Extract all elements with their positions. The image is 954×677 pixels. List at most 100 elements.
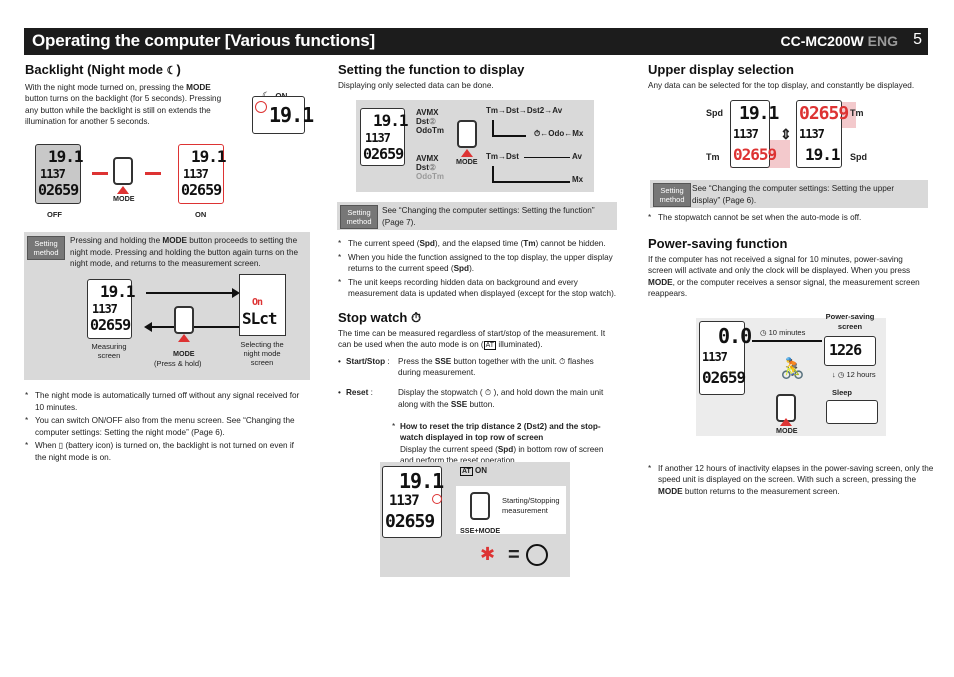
lcd-clock: 02659 — [38, 181, 79, 199]
at-badge: AT — [460, 467, 473, 476]
note-text: When — [35, 441, 57, 450]
unit-panel: Starting/Stopping measurement SSE+MODE — [456, 486, 566, 535]
device-unit — [470, 492, 490, 520]
setfunc-diagram: 19.1 1137 02659 AVMX Dst② OdoTm AVMX Dst… — [356, 100, 594, 192]
howto-spd: Spd — [497, 444, 514, 454]
arrow-right-line — [146, 292, 238, 294]
equals-icon: = — [508, 544, 520, 566]
sleep-label: Sleep — [832, 388, 853, 397]
page-header: Operating the computer [Various function… — [24, 28, 928, 55]
flow-1-top: Tm→Dst→Dst2→Av — [486, 106, 563, 115]
backlight-mode-word: MODE — [186, 82, 211, 92]
setting-text-2: button proceeds to setting the night mod… — [70, 236, 299, 268]
arrow-left-icon — [144, 322, 152, 332]
lcd-clock: 02659 — [385, 511, 435, 532]
note-bold: Spd — [453, 264, 470, 273]
lcd-setfunc: 19.1 1137 02659 — [360, 108, 409, 166]
power-diagram: 0.0 1137 02659 ◷ 10 minutes Power-saving… — [696, 312, 886, 436]
lcd-speed: 19.1 — [269, 103, 314, 127]
stopwatch-icon: ⏱ — [484, 388, 492, 397]
press-hold-label: (Press & hold) — [154, 359, 202, 368]
page-title: Operating the computer [Various function… — [32, 31, 375, 50]
stopwatch-diagram: 19.1 1137 02659 AT ON Starting/Stopping … — [380, 462, 570, 577]
ps-screen-label: Power-saving screen — [825, 312, 875, 331]
func-list-1: AVMX Dst② OdoTm — [416, 108, 444, 135]
highlight-circle — [255, 101, 267, 113]
stopwatch-icon: ⏱ — [534, 129, 541, 138]
upper-diagram: Spd 19.1 1137 02659 Tm ⇕ 02659 1137 19.1… — [700, 100, 880, 170]
flow-dst2: Dst2 — [526, 106, 545, 115]
lcd-speed: 19.1 — [191, 147, 227, 166]
func-dst: Dst — [416, 163, 429, 172]
note-text: If another 12 hours of inactivity elapse… — [658, 463, 934, 485]
lcd-odo: 1137 — [92, 302, 118, 316]
sw-body-2: illuminated). — [496, 340, 543, 349]
flow-line — [524, 157, 570, 158]
backlight-note-3: *When ▯ (battery icon) is turned on, the… — [25, 441, 294, 462]
lcd-measuring: 19.1 1137 02659 — [87, 279, 136, 339]
lcd-clock: 02659 — [363, 145, 404, 163]
lcd-speed: 19.1 — [48, 147, 84, 166]
sw-body-1: The time can be measured regardless of s… — [338, 328, 606, 350]
setting-method-badge: Setting method — [653, 183, 691, 207]
stopwatch-section: Stop watch ⏱ The time can be measured re… — [338, 311, 620, 467]
note-text: ). — [469, 264, 475, 273]
power-heading: Power-saving function — [648, 236, 788, 251]
setting-mode-word: MODE — [162, 236, 187, 245]
backlight-section: Backlight (Night mode ☾) With the night … — [25, 62, 310, 128]
lcd-odo: 1137 — [733, 127, 759, 141]
lcd-slct-text: SLct — [242, 309, 278, 328]
moon-icon: ☾ — [166, 65, 177, 77]
press-arrow-icon — [178, 334, 190, 342]
backlight-heading: Backlight (Night mode ☾) — [25, 62, 310, 78]
flow-line — [492, 181, 570, 183]
down-arrow-icon: ↓ — [832, 370, 836, 379]
ss-sse: SSE — [434, 356, 452, 366]
page-number: 5 — [913, 31, 922, 48]
lcd-speed: 19.1 — [399, 469, 444, 493]
setfunc-note-2: *When you hide the function assigned to … — [338, 252, 613, 274]
red-dash — [92, 172, 108, 175]
flow-dst: Dst — [506, 152, 519, 161]
device-unit — [113, 157, 133, 185]
spd-label: Spd — [706, 108, 723, 118]
lcd-odo: 1137 — [389, 493, 420, 509]
on-label: ON — [195, 210, 207, 219]
upper-heading: Upper display selection — [648, 62, 794, 77]
off-label: OFF — [47, 210, 62, 219]
reset-colon: : — [368, 388, 373, 397]
note-mode-word: MODE — [658, 486, 683, 496]
power-body-1: If the computer has not received a signa… — [648, 254, 911, 276]
setfunc-setting-box: Setting method See “Changing the compute… — [337, 202, 617, 230]
lcd-small-on: 19.1 — [252, 96, 314, 134]
func-dst2: Dst② — [416, 117, 437, 126]
reset-label: Reset — [346, 388, 369, 397]
lcd-speed: 19.1 — [805, 145, 841, 164]
arrow-left-line — [152, 326, 244, 328]
func-list-2: AVMX Dst② OdoTm — [416, 154, 444, 181]
press-arrow-icon — [117, 186, 129, 194]
ss-text-3: flashes during measurement. — [398, 356, 594, 378]
backlight-body-2: button turns on the backlight (for 5 sec… — [25, 94, 222, 126]
clock-icon: ◷ — [837, 370, 845, 379]
lcd-odo: 1137 — [702, 350, 728, 364]
press-arrow-icon — [780, 418, 792, 426]
backlight-note-1: *The night mode is automatically turned … — [25, 391, 300, 412]
func-avmx: AVMX — [416, 154, 439, 163]
note-bold: Spd — [419, 239, 435, 248]
stopwatch-intro: The time can be measured regardless of s… — [338, 328, 620, 352]
speed-sensor-icon — [526, 544, 548, 566]
lcd-upper-2: 02659 1137 19.1 — [796, 100, 849, 168]
mode-label: MODE — [776, 426, 798, 435]
setfunc-section: Setting the function to display Displayi… — [338, 63, 620, 91]
language-label: ENG — [867, 33, 898, 49]
note-text: The stopwatch cannot be set when the aut… — [658, 213, 862, 222]
at-on-label: ON — [475, 466, 488, 475]
clock-icon: ◷ — [760, 328, 767, 337]
ss-text-1: Press the — [398, 356, 435, 366]
mode-label: MODE — [456, 157, 478, 166]
heading-end: ) — [176, 62, 181, 77]
upper-intro: Any data can be selected for the top dis… — [648, 80, 915, 90]
lcd-ps-screen: 1226 — [824, 336, 876, 366]
lcd-odo: 1137 — [183, 167, 209, 181]
